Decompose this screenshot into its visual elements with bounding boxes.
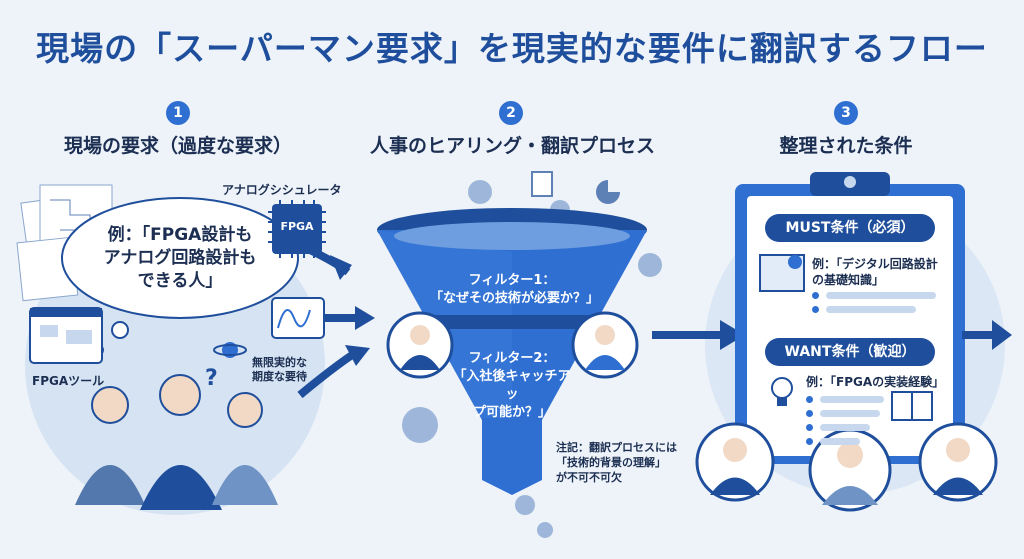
bubble-line-1: 例：「FPGA設計も — [107, 225, 253, 245]
funnel-shape — [377, 208, 647, 495]
must-example-line-2: の基礎知識」 — [812, 273, 885, 287]
must-example-line-1: 例：「デジタル回路設計 — [812, 257, 938, 271]
lightbulb-icon — [771, 377, 793, 406]
want-placeholder-4 — [820, 438, 860, 445]
book-icon — [891, 391, 933, 421]
unrealistic-label: 無限実的な 期度な要待 — [252, 356, 307, 384]
people-left-illustration: ? — [75, 366, 278, 510]
unrealistic-line-2: 期度な要待 — [252, 370, 307, 383]
fpga-tool-icon — [29, 307, 103, 364]
must-bullet-2 — [812, 306, 819, 313]
filter-1-question: 「なぜその技術が必要か？」 — [430, 291, 600, 306]
filter-2-text: フィルター2： 「入社後キャッチアッ プ可能か？」 — [452, 350, 572, 422]
must-placeholder-2 — [826, 306, 916, 313]
note-line-1: 注記：翻訳プロセスには — [556, 441, 677, 454]
step-3-number: 3 — [834, 101, 858, 125]
people-right-portraits — [695, 422, 998, 512]
want-bullet-3 — [806, 424, 813, 431]
interviewer-portraits — [386, 311, 639, 379]
arrow-funnel-to-clipboard — [652, 320, 745, 350]
bubble-text: 例：「FPGA設計も アナログ回路設計も できる人」 — [78, 224, 282, 293]
filter-2-question-1: 「入社後キャッチアッ — [453, 369, 571, 402]
must-bullet-1 — [812, 292, 819, 299]
note-line-2: 「技術的背景の理解」 — [556, 456, 666, 469]
step-2-label: 人事のヒアリング・翻訳プロセス — [370, 135, 656, 157]
want-placeholder-3 — [820, 424, 870, 431]
filter-2-question-2: プ可能か？」 — [472, 405, 551, 420]
step-1-number: 1 — [166, 101, 190, 125]
want-bullet-4 — [806, 438, 813, 445]
page-title: 現場の「スーパーマン要求」を現実的な要件に翻訳するフロー — [36, 29, 988, 68]
note-text: 注記：翻訳プロセスには 「技術的背景の理解」 が不可不可欠 — [556, 440, 677, 485]
want-placeholder-2 — [820, 410, 880, 417]
chip-label: FPGA — [280, 220, 314, 233]
bubble-line-3: できる人」 — [137, 271, 223, 291]
step-3-label: 整理された条件 — [779, 135, 913, 157]
must-placeholder-1 — [826, 292, 936, 299]
note-line-3: が不可不可欠 — [556, 471, 622, 484]
want-label: WANT条件（歓迎） — [765, 338, 935, 366]
filter-1-title: フィルター1： — [468, 273, 556, 288]
step-1-label: 現場の要求（過度な要求） — [63, 135, 292, 157]
fpga-chip-icon — [268, 200, 326, 258]
step-2-number: 2 — [499, 101, 523, 125]
want-bullet-1 — [806, 396, 813, 403]
must-label: MUST条件（必須） — [765, 214, 935, 242]
want-placeholder-1 — [820, 396, 884, 403]
analog-simulator-label: アナログシシュレータ — [222, 183, 342, 197]
bubble-line-2: アナログ回路設計も — [103, 248, 257, 268]
arrows-left-to-funnel — [297, 246, 375, 399]
fpga-tool-label: FPGAツール — [32, 374, 105, 388]
want-example: 例：「FPGAの実装経験」 — [806, 375, 945, 389]
gear-icons — [402, 180, 662, 538]
want-bullet-2 — [806, 410, 813, 417]
filter-2-title: フィルター2： — [468, 351, 556, 366]
oscilloscope-icon — [271, 297, 325, 339]
filter-1-text: フィルター1： 「なぜその技術が必要か？」 — [430, 272, 600, 308]
svg-text:?: ? — [205, 366, 218, 391]
arrow-right-exit — [962, 320, 1012, 350]
unrealistic-line-1: 無限実的な — [252, 356, 307, 369]
blueprint-icon — [759, 254, 805, 292]
planet-icon — [213, 342, 247, 358]
must-example: 例：「デジタル回路設計 の基礎知識」 — [812, 256, 938, 288]
